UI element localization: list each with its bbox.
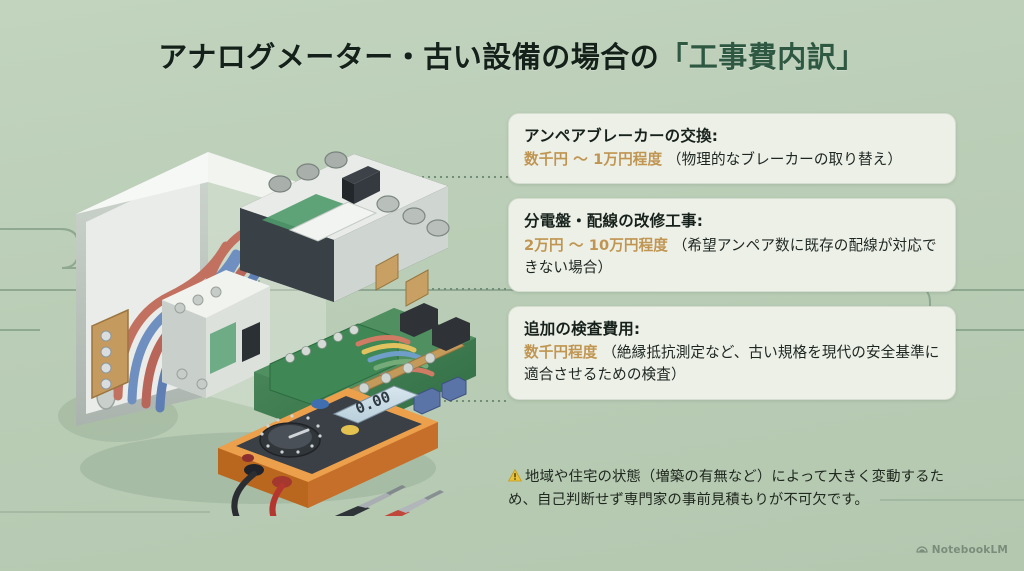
notebooklm-watermark: NotebookLM xyxy=(916,540,1008,559)
title-prefix: アナログメーター・古い設備の場合の xyxy=(158,40,660,74)
cost-card-detail: （希望アンペア数に既存の配線が対応できない場合） xyxy=(524,236,937,276)
cost-card-body: 数千円 ～ 1万円程度 （物理的なブレーカーの取り替え） xyxy=(524,149,940,171)
cost-card-panel-wiring-renovation[interactable]: 分電盤・配線の改修工事: 2万円 ～ 10万円程度 （希望アンペア数に既存の配線… xyxy=(508,198,956,293)
cost-card-detail: （絶縁抵抗測定など、古い規格を現代の安全基準に適合させるための検査） xyxy=(524,344,940,384)
main-circuit-breaker xyxy=(240,151,450,307)
cost-card-breaker-replacement[interactable]: アンペアブレーカーの交換: 数千円 ～ 1万円程度 （物理的なブレーカーの取り替… xyxy=(508,113,956,185)
cost-card-title: 追加の検査費用: xyxy=(524,320,641,339)
cost-card-body: 2万円 ～ 10万円程度 （希望アンペア数に既存の配線が対応できない場合） xyxy=(524,235,940,279)
leader-line-1 xyxy=(396,176,508,178)
sub-breaker xyxy=(162,270,270,398)
caution-note-text: 地域や住宅の状態（増築の有無など）によって大きく変動するため、自己判断せず専門家… xyxy=(508,469,945,509)
cost-card-price: 数千円程度 xyxy=(524,344,598,362)
copper-busbar-left xyxy=(91,308,129,400)
caution-note: 地域や住宅の状態（増築の有無など）によって大きく変動するため、自己判断せず専門家… xyxy=(507,466,960,513)
pcb-terminal-board xyxy=(254,303,476,440)
leader-line-2 xyxy=(430,288,508,290)
title-accent: 「工事費内訳」 xyxy=(659,40,866,74)
cost-card-title: 分電盤・配線の改修工事: xyxy=(524,212,704,231)
cost-card-additional-inspection[interactable]: 追加の検査費用: 数千円程度 （絶縁抵抗測定など、古い規格を現代の安全基準に適合… xyxy=(508,306,956,400)
cost-card-title: アンペアブレーカーの交換: xyxy=(524,127,719,145)
digital-multimeter: 0.00 xyxy=(218,385,444,516)
warning-triangle-icon xyxy=(507,467,523,490)
cost-card-price: 2万円 ～ 10万円程度 xyxy=(524,236,668,254)
cost-card-body: 数千円程度 （絶縁抵抗測定など、古い規格を現代の安全基準に適合させるための検査） xyxy=(524,342,940,386)
test-probe-red xyxy=(384,490,444,516)
electrical-panel-illustration: 0.00 xyxy=(58,151,476,516)
notebooklm-label: NotebookLM xyxy=(931,543,1008,556)
cost-card-detail: （物理的なブレーカーの取り替え） xyxy=(666,151,903,169)
page-title: アナログメーター・古い設備の場合の「工事費内訳」 xyxy=(0,34,1024,76)
test-probe-black xyxy=(334,485,406,516)
leader-line-3 xyxy=(424,400,508,402)
notebooklm-logo-icon xyxy=(916,540,928,559)
cost-breakdown-card-list: アンペアブレーカーの交換: 数千円 ～ 1万円程度 （物理的なブレーカーの取り替… xyxy=(508,113,956,414)
cost-card-price: 数千円 ～ 1万円程度 xyxy=(524,151,663,169)
